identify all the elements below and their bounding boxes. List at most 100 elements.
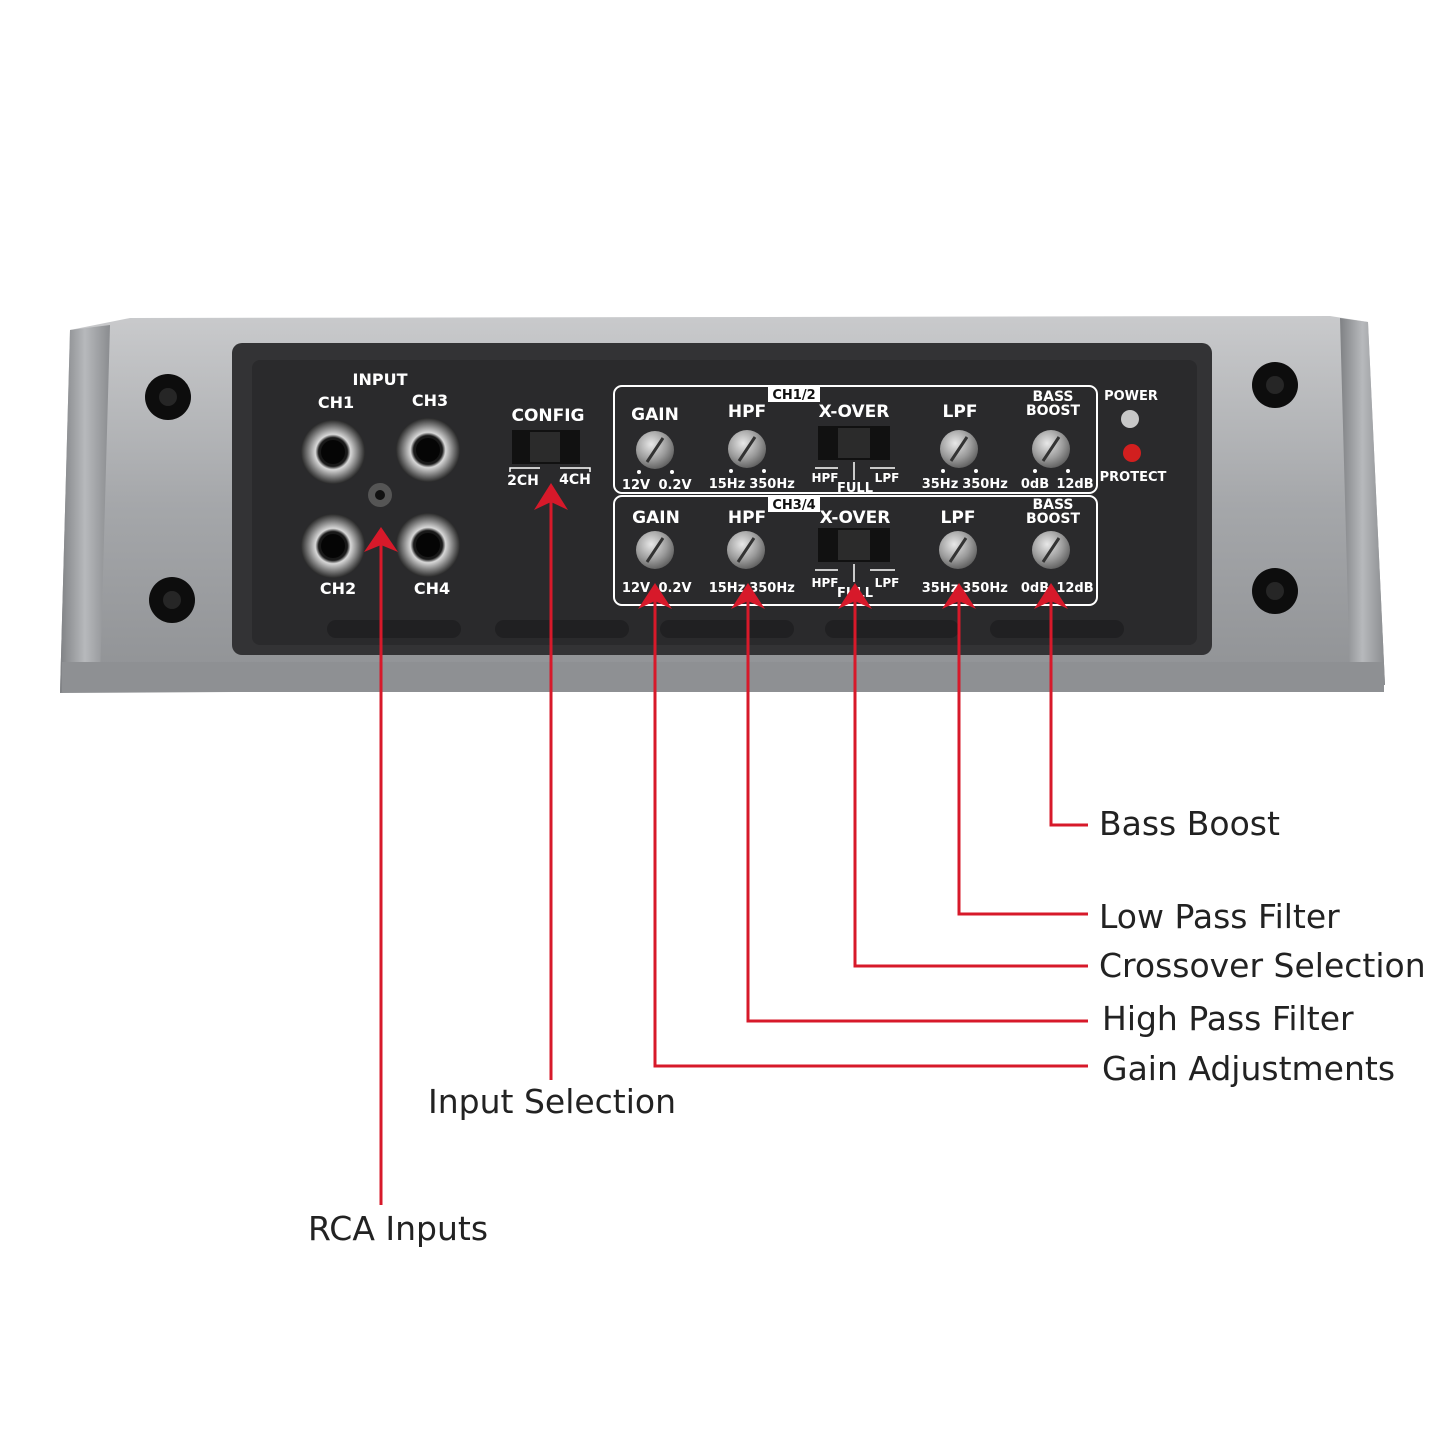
callout-gain-adjustments: Gain Adjustments: [1102, 1049, 1395, 1088]
ch12-tag-bg: [768, 386, 820, 402]
chassis-right-wing: [1340, 318, 1385, 685]
config-title: CONFIG: [511, 406, 584, 426]
ch34-bass-min: 0dB: [1021, 581, 1049, 596]
ch12-hpf-knob[interactable]: [728, 430, 766, 468]
callout-high-pass-filter: High Pass Filter: [1102, 999, 1354, 1038]
dot-icon: [670, 470, 674, 474]
ch12-hpf-label: HPF: [728, 402, 766, 422]
rca-jack-ch4[interactable]: [396, 513, 460, 577]
leader-lpf: [957, 600, 1088, 916]
ch34-gain-knob[interactable]: [636, 531, 674, 569]
rca-jack-ch3[interactable]: [396, 418, 460, 482]
ch34-gain-label: GAIN: [632, 508, 680, 528]
ch34-lpf-knob[interactable]: [939, 531, 977, 569]
arrow-up-icon: [364, 527, 398, 552]
ch34-xover-label: X-OVER: [820, 508, 891, 528]
ch12-tag: CH1/2: [772, 388, 815, 403]
ch34-xover-slider: [838, 530, 870, 560]
vent-slot: [990, 620, 1124, 638]
arrow-up-icon: [731, 583, 765, 609]
ch34-lpf-max: 350Hz: [962, 581, 1008, 596]
callout-bass-boost: Bass Boost: [1099, 804, 1280, 843]
vent-slot: [495, 620, 629, 638]
ch12-gain-max: 0.2V: [658, 478, 691, 493]
dot-icon: [974, 469, 978, 473]
ch34-bass-label-2: BOOST: [1026, 511, 1081, 527]
ch34-tag: CH3/4: [772, 498, 815, 513]
ch12-bass-boost-knob[interactable]: [1032, 430, 1070, 468]
leader-bass-boost: [1049, 600, 1088, 827]
ch34-bass-boost-knob[interactable]: [1032, 531, 1070, 569]
callout-rca-inputs: RCA Inputs: [308, 1209, 488, 1248]
config-switch-slider: [530, 432, 560, 462]
arrow-up-icon: [1034, 583, 1068, 609]
protect-label: PROTECT: [1100, 470, 1167, 485]
ch12-bass-label-2: BOOST: [1026, 403, 1081, 419]
ch12-xover-slider: [838, 428, 870, 458]
ch12-box: [613, 385, 1098, 494]
config-bracket: [509, 467, 591, 472]
ch12-controls: CH1/2 GAIN 12V 0.2V HPF 15Hz 350Hz X-OVE…: [613, 385, 1098, 496]
mounting-screw-icon: [1252, 362, 1298, 408]
mounting-screw-icon: [145, 374, 191, 420]
ch12-xover-label: X-OVER: [819, 402, 890, 422]
power-led-icon: [1121, 410, 1139, 428]
ch12-lpf-label: LPF: [943, 402, 978, 422]
ch1-label: CH1: [318, 393, 354, 412]
dot-icon: [1033, 469, 1037, 473]
ch34-hpf-min: 15Hz: [709, 581, 746, 596]
annotation-arrowheads: [364, 483, 1068, 609]
ch12-gain-knob[interactable]: [636, 431, 674, 469]
callout-labels: Bass Boost Low Pass Filter Crossover Sel…: [308, 804, 1426, 1248]
ch12-xover-full: FULL: [837, 481, 873, 496]
ch12-lpf-max: 350Hz: [962, 477, 1008, 492]
indicators: POWER PROTECT: [1100, 389, 1167, 485]
ch34-hpf-label: HPF: [728, 508, 766, 528]
rca-jack-ch2[interactable]: [301, 514, 365, 578]
callout-input-selection: Input Selection: [428, 1082, 676, 1121]
vent-slot: [327, 620, 461, 638]
mounting-screw-icon: [149, 577, 195, 623]
chassis-bottom-lip: [62, 662, 1384, 692]
ch34-bass-label-1: BASS: [1032, 497, 1073, 513]
ch12-gain-label: GAIN: [631, 405, 679, 425]
arrow-up-icon: [838, 583, 872, 609]
input-title: INPUT: [353, 370, 408, 389]
xover-bracket: [815, 564, 895, 582]
chassis-left-wing: [60, 325, 110, 693]
ch34-hpf-max: 350Hz: [749, 581, 795, 596]
ch4-label: CH4: [414, 579, 450, 598]
callout-crossover-selection: Crossover Selection: [1099, 946, 1426, 985]
amplifier-chassis: [60, 316, 1385, 693]
leader-crossover: [853, 600, 1088, 968]
rca-jack-ch1[interactable]: [301, 420, 365, 484]
ground-post-icon: [368, 483, 392, 507]
ch3-label: CH3: [412, 391, 448, 410]
ch34-hpf-knob[interactable]: [727, 531, 765, 569]
ch12-lpf-knob[interactable]: [940, 430, 978, 468]
ch12-bass-label-1: BASS: [1032, 389, 1073, 405]
ch12-bass-min: 0dB: [1021, 477, 1049, 492]
ch34-gain-max: 0.2V: [658, 581, 691, 596]
ch34-bass-max: 12dB: [1056, 581, 1093, 596]
ch34-xover-hpf: HPF: [811, 576, 838, 590]
vent-slot: [825, 620, 959, 638]
dot-icon: [637, 470, 641, 474]
ch12-lpf-min: 35Hz: [922, 477, 959, 492]
input-section: INPUT CH1 CH3 CH2 CH4: [301, 370, 460, 598]
arrow-up-icon: [534, 483, 568, 510]
ch34-lpf-min: 35Hz: [922, 581, 959, 596]
dot-icon: [1066, 469, 1070, 473]
mounting-screw-icon: [1252, 568, 1298, 614]
ch34-tag-bg: [768, 496, 820, 512]
ch34-lpf-label: LPF: [941, 508, 976, 528]
callout-low-pass-filter: Low Pass Filter: [1099, 897, 1340, 936]
config-2ch-label: 2CH: [507, 473, 539, 489]
ch12-bass-max: 12dB: [1056, 477, 1093, 492]
arrow-up-icon: [942, 583, 976, 609]
config-4ch-label: 4CH: [559, 472, 591, 488]
vent-slot: [660, 620, 794, 638]
ch2-label: CH2: [320, 579, 356, 598]
ch12-gain-min: 12V: [622, 478, 650, 493]
